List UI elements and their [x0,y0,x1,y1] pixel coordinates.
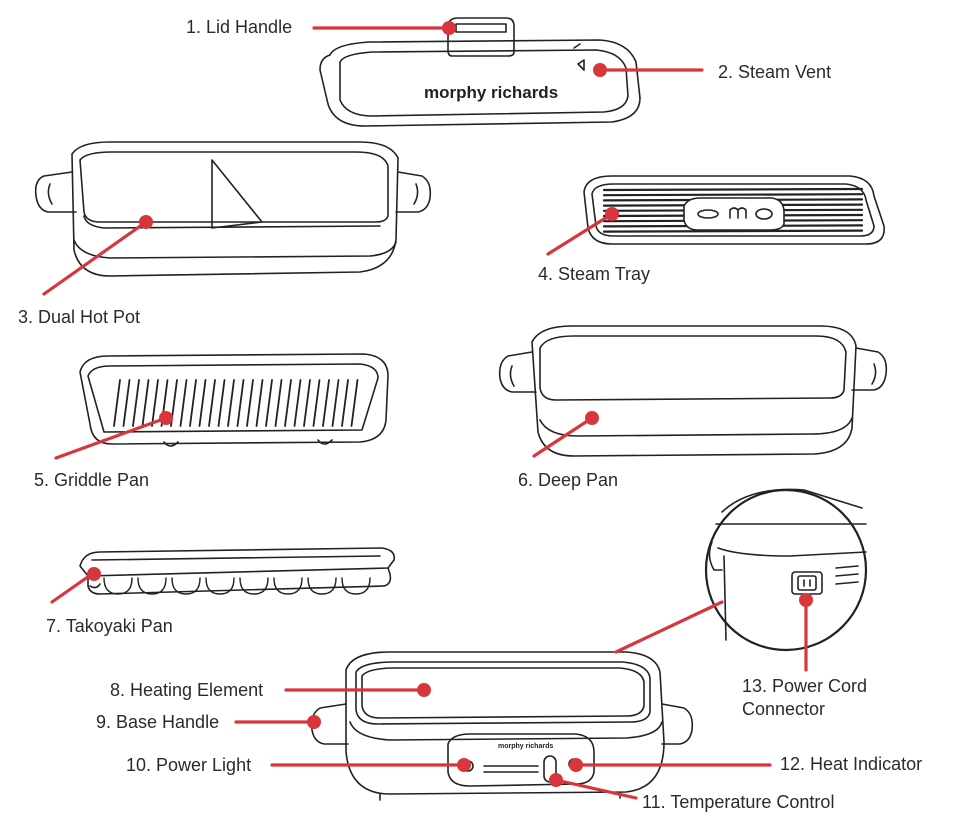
takoyaki-cup [137,577,167,595]
callout-dot-power-cord-connector [799,593,813,607]
takoyaki-cup [171,577,201,595]
callout-dot-temperature-control [549,773,563,787]
callout-dot-power-light [457,758,471,772]
callout-line-temperature-control [554,778,638,800]
tray-slat [602,193,864,197]
takoyaki-cup [341,577,371,595]
lid-illustration [319,17,641,127]
label-heating-element: 8. Heating Element [110,680,264,700]
label-power-cord-connector-line1: 13. Power Cord [742,676,868,696]
callout-dot-heating-element [417,683,431,697]
panel-logo-text: morphy richards [498,743,553,750]
griddle-rib [217,379,226,427]
label-deep-pan: 6. Deep Pan [518,470,619,490]
callout-line-inset [614,600,724,654]
griddle-rib [341,379,349,427]
takoyaki-cup [103,577,133,595]
griddle-rib [265,379,273,427]
label-lid-handle: 1. Lid Handle [186,17,293,37]
callout-dot-deep-pan [585,411,599,425]
takoyaki-cup [205,577,235,595]
takoyaki-cup [273,577,303,595]
griddle-rib [312,379,321,427]
griddle-rib [198,379,207,427]
callout-line-steam-tray [546,212,614,256]
griddle-rib [122,379,131,427]
label-temperature-control: 11. Temperature Control [642,792,835,812]
label-dual-hot-pot: 3. Dual Hot Pot [18,307,141,327]
callout-dot-lid-handle [442,21,456,35]
power-connector-inset [704,488,868,652]
callout-dots [87,21,813,787]
label-power-cord-connector-line2: Connector [742,699,826,719]
label-heat-indicator: 12. Heat Indicator [780,754,923,774]
takoyaki-cup [307,577,337,595]
takoyaki-cup [239,577,269,595]
dual-hot-pot-illustration [34,141,432,277]
griddle-rib [113,379,121,427]
callout-lines [42,26,808,800]
steam-tray-illustration [583,175,885,245]
callout-line-griddle-pan [54,416,168,460]
callout-dot-heat-indicator [569,758,583,772]
griddle-rib [208,379,216,427]
griddle-rib [151,379,159,427]
base-unit-illustration [310,651,694,801]
callout-line-takoyaki-pan [50,572,94,604]
label-griddle-pan: 5. Griddle Pan [34,470,150,490]
griddle-rib [132,379,140,427]
label-base-handle: 9. Base Handle [96,712,220,732]
tray-slat [602,187,864,192]
griddle-rib [246,379,254,427]
griddle-rib [274,379,283,427]
label-takoyaki-pan: 7. Takoyaki Pan [46,616,173,636]
tray-slat [602,229,864,233]
griddle-rib [227,379,235,427]
label-steam-vent: 2. Steam Vent [718,62,832,82]
griddle-rib [331,379,340,427]
callout-line-deep-pan [532,416,594,458]
griddle-rib [284,379,292,427]
callout-dot-steam-vent [593,63,607,77]
deep-pan-illustration [498,325,888,457]
griddle-rib [303,379,311,427]
griddle-pan-illustration [79,353,389,447]
griddle-rib [141,379,150,427]
callout-dot-griddle-pan [159,411,173,425]
label-power-light: 10. Power Light [126,755,252,775]
griddle-rib [293,379,302,427]
griddle-rib [179,379,188,427]
griddle-rib [236,379,245,427]
takoyaki-pan-illustration [79,547,396,595]
callout-dot-steam-tray [605,207,619,221]
lid-logo-text: morphy richards [424,83,558,102]
griddle-rib [189,379,197,427]
callout-dot-base-handle [307,715,321,729]
label-steam-tray: 4. Steam Tray [538,264,651,284]
callout-dot-dual-hot-pot [139,215,153,229]
griddle-rib [322,379,330,427]
griddle-rib [350,379,359,427]
callout-line-dual-hot-pot [42,220,148,296]
callout-dot-takoyaki-pan [87,567,101,581]
griddle-rib [255,379,264,427]
